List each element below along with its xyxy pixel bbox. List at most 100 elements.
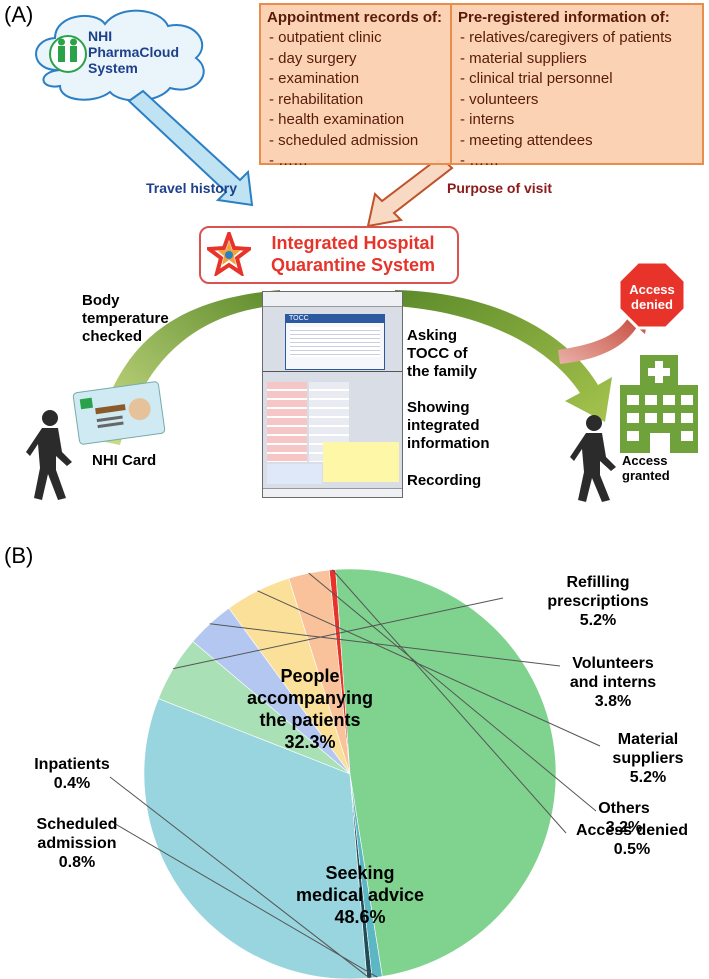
label-refilling-line-1: Refilling <box>566 574 630 591</box>
system-screenshot: TOCC <box>262 291 403 498</box>
label-others-line-1: Others <box>598 800 650 817</box>
label-volunteers-line-2: and interns <box>569 674 657 691</box>
label-denied-line-1: Access denied <box>575 822 689 839</box>
label-denied: Access denied 0.5% <box>562 821 702 859</box>
showing-line-1: Showing <box>407 399 470 416</box>
travel-history-arrow <box>127 89 254 207</box>
nhi-card-icon <box>72 381 166 445</box>
appointment-item: scheduled admission <box>269 131 450 152</box>
asking-line-1: Asking <box>407 327 458 344</box>
tocc-dialog-title: TOCC <box>286 315 384 323</box>
access-denied-label: Access denied <box>621 282 683 312</box>
leader-line-scheduled <box>111 821 378 978</box>
preregistered-item: interns <box>460 110 702 131</box>
leader-line-inpatients <box>109 776 370 979</box>
walking-person-exit-icon <box>570 415 616 502</box>
star-logo-icon <box>207 232 251 276</box>
showing-info-label: Showing integrated information <box>407 399 490 453</box>
label-suppliers-line-1: Material <box>617 731 679 748</box>
label-refilling-line-2: prescriptions <box>547 593 649 610</box>
access-denied-line-2: denied <box>631 297 673 312</box>
purpose-of-visit-arrow <box>366 155 454 228</box>
appointment-records-box: Appointment records of: outpatient clini… <box>259 3 452 169</box>
preregistered-title: Pre-registered information of: <box>458 9 670 26</box>
label-scheduled: Scheduled admission 0.8% <box>22 815 132 872</box>
panel-a-label: (A) <box>4 2 34 27</box>
label-others: Others 3.2% <box>594 799 654 837</box>
asking-line-3: the family <box>407 363 478 380</box>
asking-tocc-label: Asking TOCC of the family <box>407 327 477 381</box>
label-inpatients-pct: 0.4% <box>53 775 91 792</box>
label-people-line-1: People <box>280 666 340 686</box>
nhi-card-label: NHI Card <box>92 452 157 469</box>
asking-line-2: TOCC of <box>407 345 468 362</box>
preregistered-item: clinical trial personnel <box>460 69 702 90</box>
appointment-item: health examination <box>269 110 450 131</box>
preregistered-item: meeting attendees <box>460 131 702 152</box>
preregistered-item: …… <box>460 151 702 172</box>
leader-line-refilling <box>173 597 504 670</box>
travel-history-label: Travel history <box>146 180 238 196</box>
label-others-pct: 3.2% <box>605 819 643 836</box>
body-temp-line-3: checked <box>82 328 143 345</box>
appointment-item: outpatient clinic <box>269 28 450 49</box>
appointment-item: day surgery <box>269 49 450 70</box>
preregistered-item: material suppliers <box>460 49 702 70</box>
cloud-line-2: PharmaCloud <box>88 44 180 60</box>
pie-slices <box>143 568 557 979</box>
body-temperature-label: Body temperature checked <box>82 292 169 346</box>
label-volunteers-pct: 3.8% <box>594 693 632 710</box>
appointment-item: …… <box>269 151 450 172</box>
label-denied-pct: 0.5% <box>613 841 651 858</box>
label-seeking: Seeking medical advice 48.6% <box>270 862 450 928</box>
label-refilling: Refilling prescriptions 5.2% <box>538 573 658 630</box>
label-seeking-line-2: medical advice <box>295 885 425 905</box>
system-title-line-2: Quarantine System <box>270 255 436 275</box>
access-denied-line-1: Access <box>629 282 675 297</box>
label-suppliers-pct: 5.2% <box>629 769 667 786</box>
cloud-line-3: System <box>88 60 138 76</box>
hospital-icon <box>620 355 698 453</box>
pie-slice-seeking <box>335 568 557 977</box>
label-people: People accompanying the patients 32.3% <box>240 665 380 753</box>
appointment-title: Appointment records of: <box>267 9 442 26</box>
label-volunteers-line-1: Volunteers <box>572 655 654 672</box>
cloud-shape <box>35 9 205 102</box>
appointment-item: examination <box>269 69 450 90</box>
pie-leader-lines <box>109 569 601 979</box>
appointment-item: rehabilitation <box>269 90 450 111</box>
access-granted-label: Access granted <box>622 453 670 483</box>
system-title: Integrated Hospital Quarantine System <box>253 232 453 276</box>
system-banner: Integrated Hospital Quarantine System <box>199 226 459 284</box>
recording-label: Recording <box>407 472 482 489</box>
showing-line-3: information <box>407 435 490 452</box>
leader-line-others <box>308 572 597 812</box>
label-people-line-2: accompanying <box>246 688 374 708</box>
preregistered-box: Pre-registered information of: relatives… <box>450 3 704 169</box>
panel-b-label: (B) <box>4 543 34 568</box>
showing-line-2: integrated <box>407 417 480 434</box>
walking-person-icon <box>26 410 72 500</box>
label-suppliers-line-2: suppliers <box>612 750 684 767</box>
label-inpatients-line-1: Inpatients <box>34 756 110 773</box>
pie-slice-people <box>143 698 368 979</box>
label-seeking-line-1: Seeking <box>325 863 395 883</box>
leader-line-suppliers <box>257 590 601 747</box>
body-temp-line-2: temperature <box>82 310 169 327</box>
leader-line-denied <box>332 569 567 834</box>
nhi-logo-icon <box>49 35 87 73</box>
access-granted-line-2: granted <box>622 468 670 483</box>
label-refilling-pct: 5.2% <box>579 612 617 629</box>
label-people-pct: 32.3% <box>284 732 336 752</box>
label-scheduled-pct: 0.8% <box>58 854 96 871</box>
label-inpatients: Inpatients 0.4% <box>22 755 122 793</box>
label-scheduled-line-1: Scheduled <box>36 816 118 833</box>
leader-line-volunteers <box>209 623 561 667</box>
system-title-line-1: Integrated Hospital <box>271 233 435 253</box>
label-people-line-3: the patients <box>259 710 361 730</box>
cloud-line-1: NHI <box>88 28 113 44</box>
cloud-text: NHI PharmaCloud System <box>88 28 179 76</box>
body-temp-line-1: Body <box>82 292 120 309</box>
